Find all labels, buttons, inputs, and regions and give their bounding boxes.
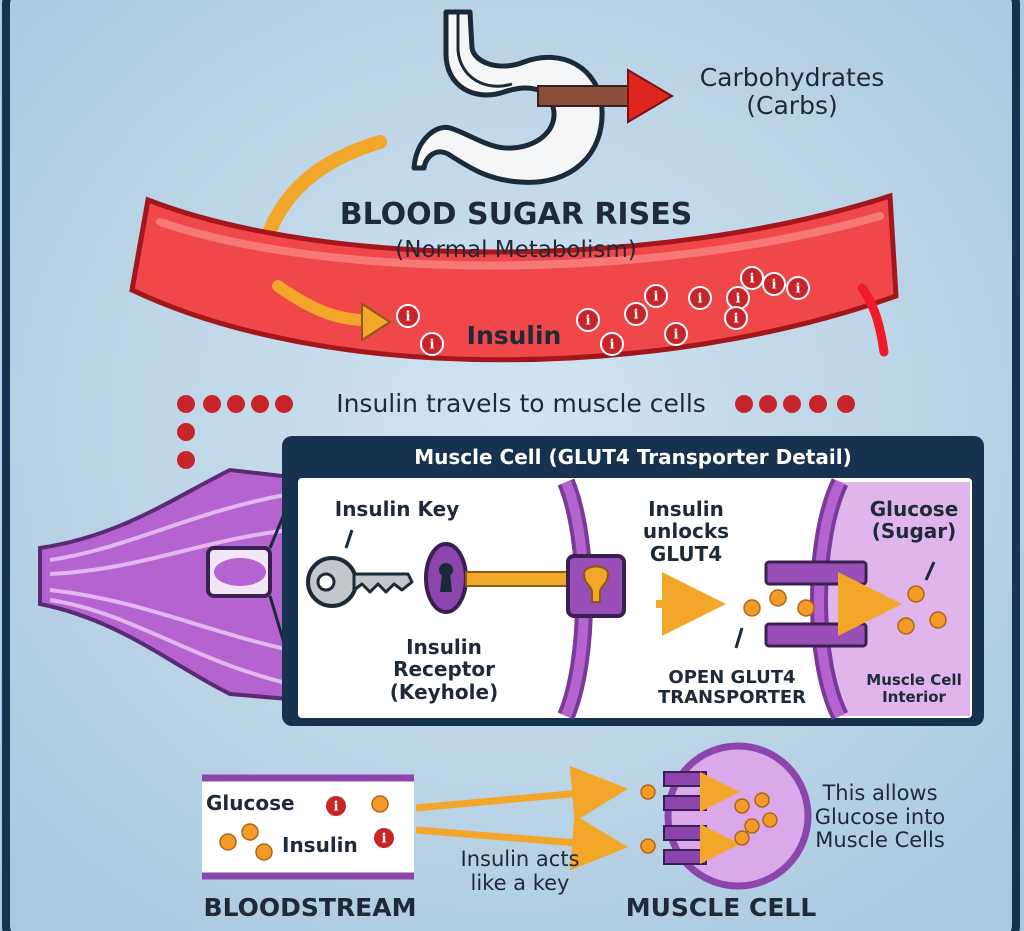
carbs-arrow bbox=[537, 68, 674, 124]
insulin-icon: i bbox=[762, 272, 786, 296]
interior-label: Muscle Cell Interior bbox=[866, 671, 962, 706]
bloodstream-insulin-label: Insulin bbox=[282, 833, 358, 857]
svg-text:i: i bbox=[733, 312, 738, 327]
receptor-keyhole-icon bbox=[424, 542, 468, 614]
svg-text:i: i bbox=[749, 272, 754, 287]
travel-dot bbox=[177, 451, 195, 469]
carbs-label: Carbohydrates (Carbs) bbox=[699, 63, 885, 120]
glucose-molecule bbox=[744, 818, 760, 834]
insulin-icon: i bbox=[644, 284, 668, 308]
bloodstream-arrow-lower bbox=[415, 814, 628, 871]
muscle-cell-caption: MUSCLE CELL bbox=[625, 893, 817, 922]
insulin-icon: i bbox=[724, 306, 748, 330]
insulin-key-label: Insulin Key bbox=[334, 497, 460, 521]
svg-text:i: i bbox=[405, 310, 410, 325]
svg-text:i: i bbox=[429, 338, 434, 353]
bloodstream-glucose-group: ii bbox=[219, 794, 396, 861]
svg-text:i: i bbox=[633, 308, 638, 323]
travel-dot bbox=[177, 423, 195, 441]
insulin-icon: i bbox=[600, 332, 624, 356]
travel-dot bbox=[251, 395, 269, 413]
insulin-icon: i bbox=[324, 794, 348, 818]
glucose-molecule bbox=[762, 812, 778, 828]
svg-text:i: i bbox=[585, 314, 590, 329]
muscle-fiber bbox=[38, 467, 302, 703]
detail-glucose-group bbox=[743, 585, 947, 635]
svg-text:i: i bbox=[735, 292, 740, 307]
travel-dot bbox=[203, 395, 221, 413]
travel-dot bbox=[735, 395, 753, 413]
summary-muscle-cell bbox=[663, 742, 812, 890]
glucose-molecule bbox=[797, 599, 815, 617]
receptor-label: Insulin Receptor (Keyhole) bbox=[389, 635, 499, 704]
glucose-molecule bbox=[754, 792, 770, 808]
glucose-molecule bbox=[769, 589, 787, 607]
travel-dot bbox=[275, 395, 293, 413]
svg-text:i: i bbox=[795, 282, 800, 297]
glucose-molecule bbox=[907, 585, 925, 603]
glucose-molecule bbox=[640, 838, 656, 854]
travel-dots bbox=[177, 395, 855, 469]
travel-dot bbox=[837, 395, 855, 413]
glucose-molecule bbox=[734, 830, 750, 846]
bloodstream-box bbox=[202, 774, 414, 880]
vessel-insulin-label: Insulin bbox=[466, 321, 562, 350]
insulin-icon: i bbox=[688, 286, 712, 310]
svg-text:i: i bbox=[697, 292, 702, 307]
vessel-subtitle: (Normal Metabolism) bbox=[395, 237, 637, 263]
travel-label: Insulin travels to muscle cells bbox=[336, 389, 706, 418]
unlock-label: Insulin unlocks GLUT4 bbox=[642, 497, 730, 566]
glucose-molecule bbox=[241, 823, 259, 841]
travel-dot bbox=[809, 395, 827, 413]
glucose-molecule bbox=[371, 795, 389, 813]
insulin-key-icon bbox=[306, 556, 414, 608]
svg-text:i: i bbox=[333, 800, 338, 815]
blood-vessel bbox=[129, 192, 899, 363]
svg-text:i: i bbox=[653, 290, 658, 305]
glucose-molecule bbox=[734, 798, 750, 814]
muscle-cell-glucose-group bbox=[640, 784, 778, 854]
vessel-title: BLOOD SUGAR RISES bbox=[339, 197, 693, 232]
glucose-molecule bbox=[255, 843, 273, 861]
travel-dot bbox=[227, 395, 245, 413]
allows-caption: This allows Glucose into Muscle Cells bbox=[814, 781, 946, 853]
svg-text:i: i bbox=[673, 328, 678, 343]
travel-dot bbox=[783, 395, 801, 413]
bloodstream-caption: BLOODSTREAM bbox=[203, 893, 417, 922]
insulin-icon: i bbox=[664, 322, 688, 346]
insulin-icon: i bbox=[420, 332, 444, 356]
svg-text:i: i bbox=[771, 278, 776, 293]
insulin-icon: i bbox=[726, 286, 750, 310]
bloodstream-glucose-label: Glucose bbox=[206, 791, 295, 815]
insulin-icon: i bbox=[396, 304, 420, 328]
glucose-molecule bbox=[640, 784, 656, 800]
key-caption: Insulin acts like a key bbox=[460, 847, 580, 895]
insulin-icon: i bbox=[372, 826, 396, 850]
glucose-sugar-label: Glucose (Sugar) bbox=[869, 497, 959, 544]
bloodstream-arrow-upper bbox=[415, 765, 628, 822]
glucose-molecule bbox=[743, 599, 761, 617]
insulin-icon: i bbox=[576, 308, 600, 332]
glucose-molecule bbox=[219, 833, 237, 851]
travel-dot bbox=[177, 395, 195, 413]
glucose-molecule bbox=[929, 611, 947, 629]
transporter-label: OPEN GLUT4 TRANSPORTER bbox=[657, 667, 807, 709]
svg-text:i: i bbox=[381, 832, 386, 847]
travel-dot bbox=[759, 395, 777, 413]
membrane-lock-icon bbox=[566, 554, 626, 618]
glucose-molecule bbox=[897, 617, 915, 635]
insulin-icon: i bbox=[740, 266, 764, 290]
detail-panel-header: Muscle Cell (GLUT4 Transporter Detail) bbox=[414, 445, 852, 469]
insulin-icon: i bbox=[624, 302, 648, 326]
svg-text:i: i bbox=[609, 338, 614, 353]
insulin-icon: i bbox=[786, 276, 810, 300]
